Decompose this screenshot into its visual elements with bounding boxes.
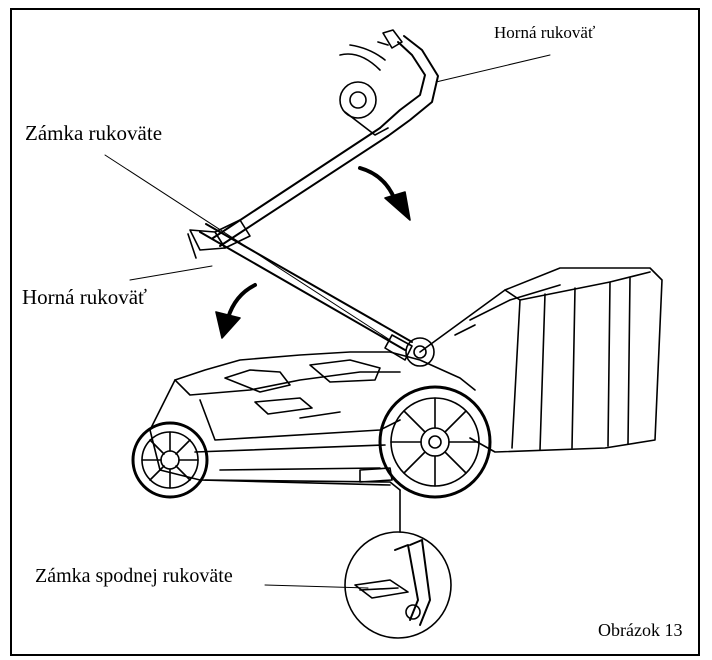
rotation-arrows: [215, 166, 411, 339]
mower-body: [149, 351, 476, 491]
lower-handle: [199, 223, 435, 367]
rear-wheel: [378, 385, 492, 499]
front-wheel: [131, 421, 209, 499]
label-handle-lock: Zámka rukoväte: [25, 121, 163, 145]
label-lower-handle-lock: Zámka spodnej rukoväte: [35, 565, 233, 587]
figure-frame: [10, 8, 700, 656]
figure-caption: Obrázok 13: [598, 620, 683, 640]
handle-lock-clamp: [187, 219, 251, 259]
upper-handle: [212, 29, 439, 247]
grass-catcher: [419, 267, 663, 453]
label-upper-handle-mid: Horná rukoväť: [22, 285, 148, 309]
label-upper-handle-top: Horná rukoväť: [494, 23, 596, 42]
lower-lock-detail: [344, 489, 452, 639]
leader-lines: [104, 54, 551, 589]
battery-cover: [224, 369, 291, 393]
